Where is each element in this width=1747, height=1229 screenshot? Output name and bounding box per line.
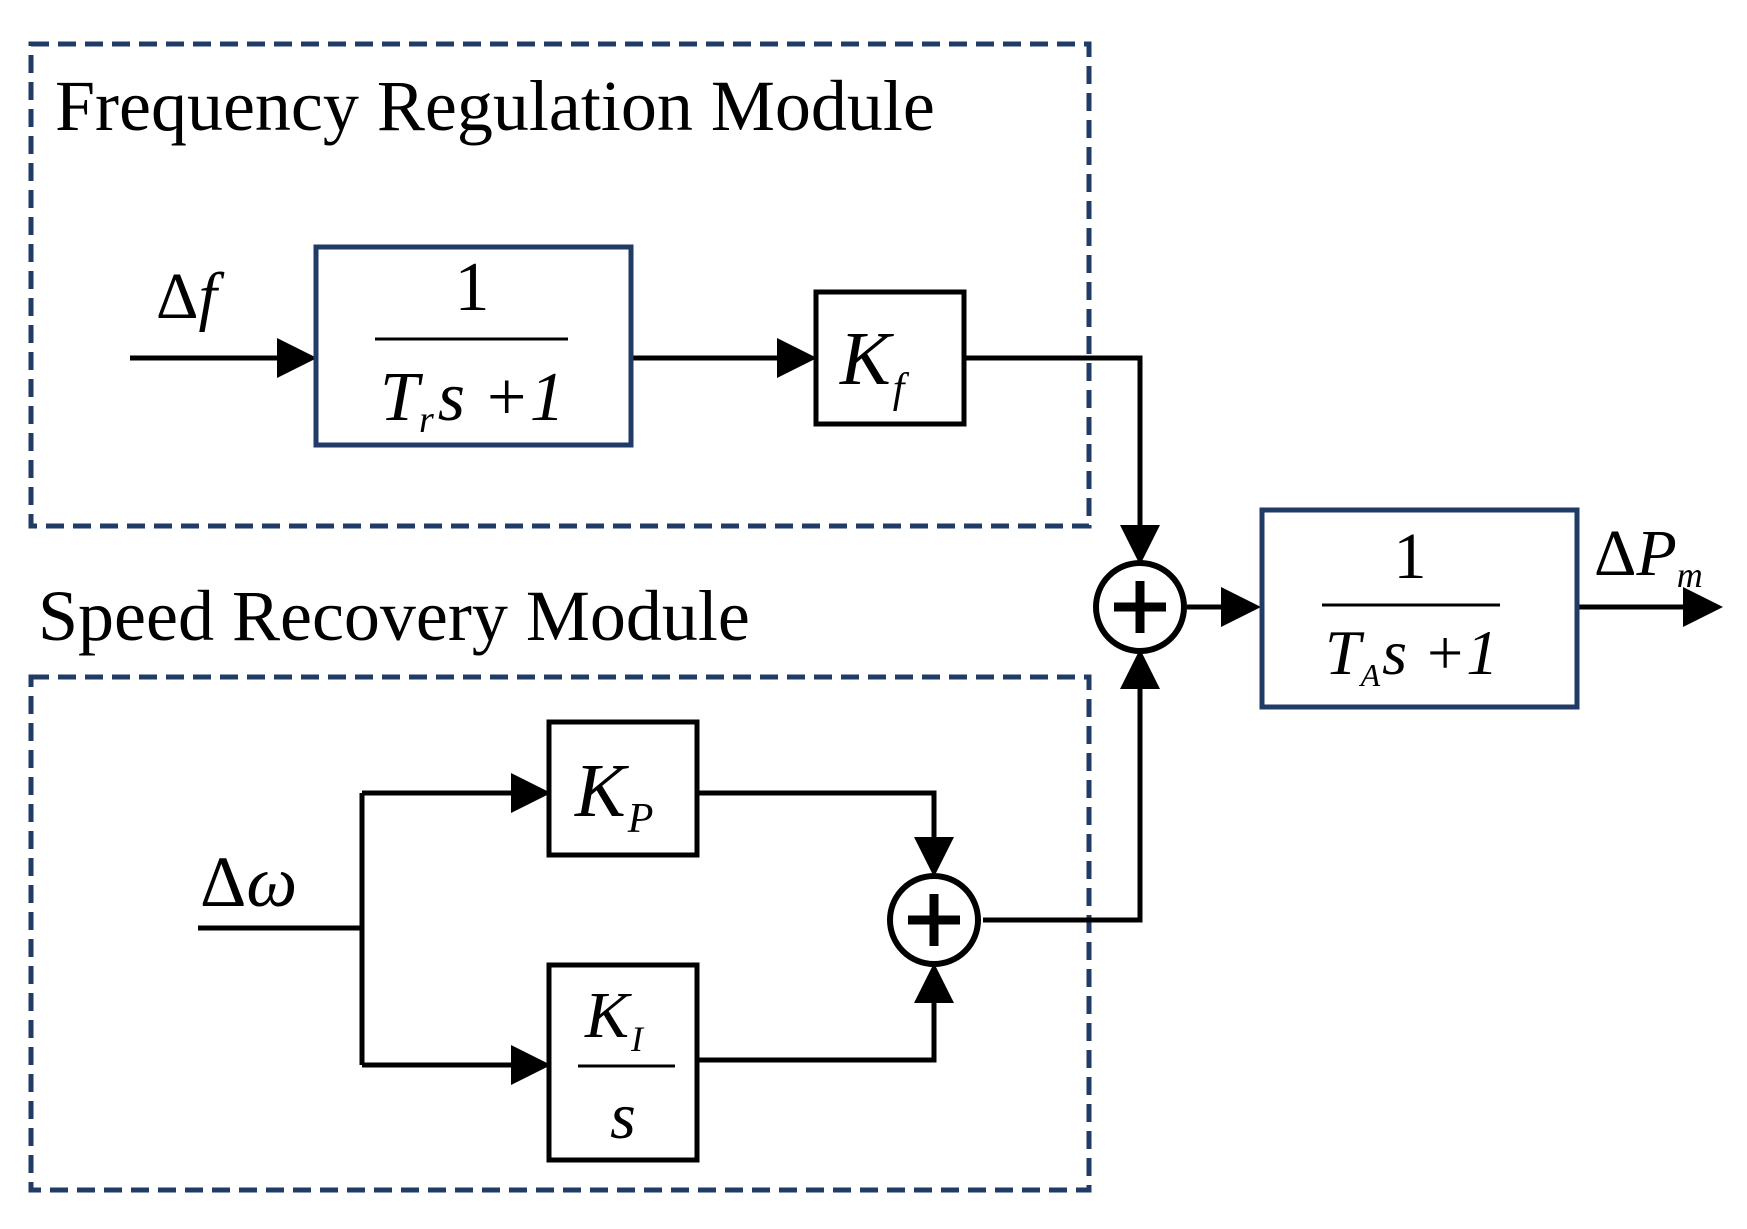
delta-omega-label: Δω — [200, 842, 297, 922]
frequency-regulation-module-boundary — [28, 41, 1092, 529]
delta-pm-label: ΔPm — [1594, 517, 1703, 595]
plus-icon — [908, 894, 960, 946]
pi-summing-junction — [887, 873, 981, 967]
ki-denominator: s — [610, 1080, 636, 1153]
delta-f-label: Δf — [156, 260, 224, 333]
tr-denominator: Trs +1 — [380, 359, 565, 441]
pi-sum-to-main-sum-wire — [983, 649, 1160, 923]
ta-denominator: TAs +1 — [1325, 617, 1498, 693]
ki-to-pi-sum-wire — [697, 963, 954, 1063]
speed-module-title: Speed Recovery Module — [38, 576, 750, 656]
speed-recovery-module-boundary — [28, 674, 1092, 1193]
ki-integrator-block: KI s — [546, 962, 700, 1163]
kp-gain-block: KP — [546, 719, 700, 858]
plus-icon — [1114, 581, 1166, 633]
frequency-module-title: Frequency Regulation Module — [55, 66, 935, 146]
kp-label: KP — [574, 749, 653, 842]
ta-numerator: 1 — [1394, 520, 1427, 593]
tr-filter-block: 1 Trs +1 — [313, 244, 634, 448]
tr-numerator: 1 — [455, 249, 490, 326]
kp-to-pi-sum-wire — [697, 790, 954, 877]
kf-gain-block: Kf — [813, 289, 967, 427]
main-summing-junction — [1093, 560, 1187, 654]
kf-to-sum-wire — [964, 355, 1160, 565]
ta-filter-block: 1 TAs +1 — [1259, 507, 1580, 710]
ki-numerator: KI — [584, 979, 645, 1059]
